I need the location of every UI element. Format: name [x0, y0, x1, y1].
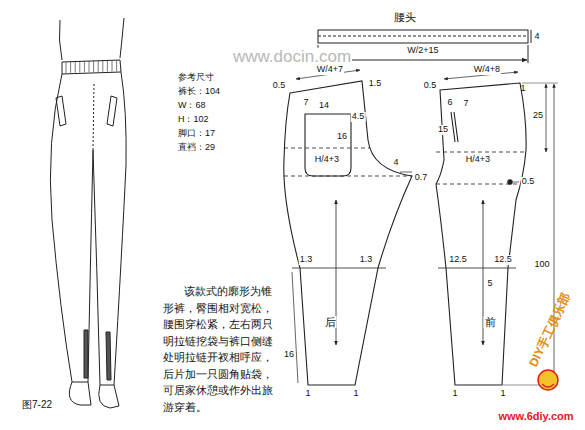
- dimension-label: 7: [462, 99, 469, 109]
- dimension-label: W/2+15: [406, 46, 439, 56]
- dimension-label: 7: [302, 98, 309, 108]
- dimension-label: 14: [318, 101, 330, 111]
- fold-line: [318, 36, 528, 37]
- dimension-label: 后: [324, 316, 337, 328]
- dimension-label: 4.5: [351, 112, 366, 122]
- elastic-gather: [102, 61, 103, 72]
- dimension-label: 1.3: [299, 255, 314, 265]
- dimension-label: 1: [500, 389, 505, 399]
- dimension-label: 12.5: [448, 255, 468, 265]
- back-piece: [284, 70, 412, 385]
- zip-pocket: [56, 96, 117, 126]
- dimension-label: W：68: [178, 101, 206, 111]
- dimension-label: 0.5: [424, 81, 437, 91]
- dimension-label: 0.5: [273, 81, 286, 91]
- elastic-gather: [70, 62, 71, 73]
- dimension-label: 直裆：29: [178, 143, 215, 153]
- dimension-label: 前: [484, 316, 497, 328]
- dimension-label: 1: [452, 389, 457, 399]
- trouser-outline: [50, 72, 126, 385]
- dimension-label: 脚口：17: [178, 129, 215, 139]
- fashion-illustration: [50, 18, 126, 408]
- dimension-label: 5: [486, 279, 493, 289]
- dimension-label: 4: [534, 32, 539, 42]
- knee-line: [292, 268, 386, 269]
- dimension-label: W/4+7: [316, 65, 344, 75]
- dimension-label: 0.5: [521, 177, 536, 187]
- dimension-label: 25: [532, 111, 544, 121]
- elastic-gather: [89, 61, 90, 72]
- waistband-rect: [318, 30, 528, 43]
- dimension-line: [554, 84, 555, 385]
- crotch-line: [436, 184, 520, 185]
- dimension-label: 参考尺寸: [178, 73, 214, 83]
- torso-line: [59, 18, 124, 60]
- shoe: [69, 382, 119, 408]
- logo-circle: [538, 370, 558, 390]
- hem-zip: [84, 330, 111, 380]
- hip-line: [284, 148, 370, 149]
- dimension-label: H/4+3: [314, 155, 340, 165]
- elastic-gather: [84, 61, 85, 72]
- description-text: 该款式的廓形为锥形裤，臀围相对宽松，腰围穿松紧，左右两只明拉链挖袋与裤口侧缝处明…: [163, 283, 273, 415]
- leader-line: [400, 172, 412, 173]
- knee-line: [438, 268, 516, 269]
- dimension-label: 1.3: [359, 255, 374, 265]
- dimension-label: 4: [392, 158, 399, 168]
- centre-line: [93, 82, 94, 150]
- dimension-label: W/4+8: [473, 65, 501, 75]
- elastic-gather: [98, 61, 99, 72]
- front-outline: [436, 83, 526, 385]
- watermark: DIY手工俱乐部: [527, 291, 573, 369]
- dimension-label: 腰头: [394, 11, 416, 23]
- hip-line: [436, 152, 527, 153]
- watermark-logo: [538, 370, 558, 390]
- dimension-label: H/4+3: [465, 155, 491, 165]
- dimension-label: 16: [283, 350, 295, 360]
- elastic-gather: [112, 61, 113, 72]
- elastic-gather: [75, 62, 76, 73]
- dimension-label: 16: [336, 132, 348, 142]
- dimension-label: 15: [437, 125, 449, 135]
- waistband: [62, 60, 121, 74]
- dimension-label: 1.5: [369, 79, 382, 89]
- elastic-gather: [116, 60, 117, 71]
- back-patch-pocket: [305, 114, 351, 176]
- watermark: www.docin.com: [232, 48, 352, 67]
- dimension-label: 1: [353, 389, 358, 399]
- extension-line: [528, 45, 529, 63]
- zip-pocket-opening: [451, 112, 458, 142]
- logo-smile: [542, 384, 554, 387]
- figure-caption: 图7-22: [22, 399, 52, 410]
- elastic-gather: [66, 62, 67, 73]
- dimension-label: 6: [446, 98, 453, 108]
- elastic-gather: [107, 61, 108, 72]
- dimension-label: 1: [305, 389, 310, 399]
- dimension-label: 裤长：104: [178, 87, 220, 97]
- elastic-gather: [79, 62, 80, 73]
- leader-line: [513, 182, 519, 183]
- dimension-line: [546, 84, 547, 152]
- elastic-gather: [93, 61, 94, 72]
- extension-line: [522, 83, 558, 84]
- dimension-label: 100: [533, 260, 550, 270]
- dimension-label: 12.5: [493, 255, 513, 265]
- crotch-line: [284, 176, 412, 177]
- back-outline: [284, 81, 412, 385]
- dimension-label: H：102: [178, 115, 209, 125]
- dimension-line: [531, 30, 532, 43]
- watermark: www.6diy.com: [498, 410, 573, 422]
- point-dot: [508, 180, 512, 184]
- elastic-gathers: [66, 60, 117, 73]
- dimension-line: [292, 272, 298, 383]
- dimension-label: 1: [520, 84, 525, 94]
- dimension-label: 0.7: [414, 173, 429, 183]
